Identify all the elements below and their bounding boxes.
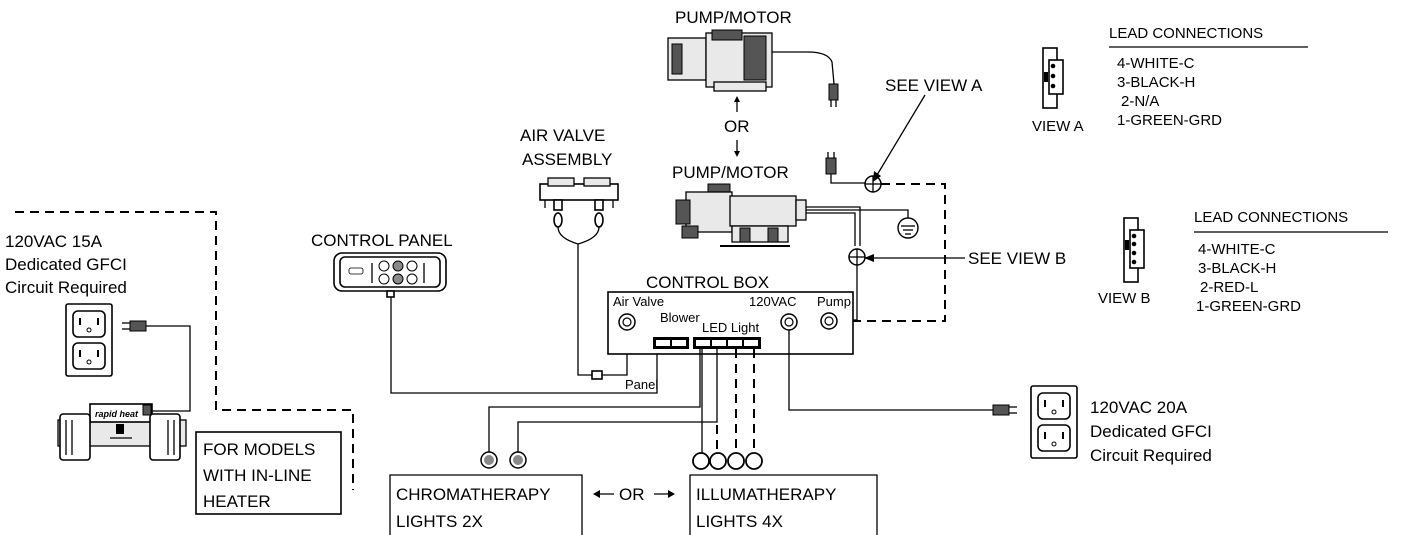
view-a-connector — [864, 175, 882, 193]
led-light-connectors — [693, 337, 761, 349]
lights-or-arrows — [593, 490, 675, 498]
lights-or-label: OR — [619, 485, 645, 504]
left-power-label-1: 120VAC 15A — [5, 232, 103, 251]
view-a-lead-3: 3-BLACK-H — [1117, 74, 1195, 91]
air-valve-port-label: Air Valve — [613, 294, 664, 309]
illumatherapy-light-4 — [745, 452, 763, 470]
view-b-connector — [848, 248, 866, 266]
control-panel-label: CONTROL PANEL — [311, 231, 453, 250]
chromatherapy-light-1 — [480, 451, 498, 469]
view-b-lead-4: 4-WHITE-C — [1198, 241, 1276, 258]
left-outlet-icon — [65, 303, 113, 377]
blower-port-label: Blower — [660, 310, 700, 325]
view-b-lead-1: 1-GREEN-GRD — [1196, 298, 1301, 315]
vac-port-label: 120VAC — [749, 294, 796, 309]
right-power-label-2: Dedicated GFCI — [1090, 422, 1212, 441]
illumatherapy-label-2: LIGHTS 4X — [696, 512, 783, 531]
view-b-diagram — [1123, 217, 1145, 283]
view-a-lead-2: 2-N/A — [1121, 93, 1159, 110]
air-valve-label-1: AIR VALVE — [520, 126, 605, 145]
right-outlet-icon — [1030, 385, 1078, 459]
view-b-lead-2: 2-RED-L — [1200, 279, 1258, 296]
control-panel-illustration — [333, 252, 447, 298]
air-valve-port — [618, 313, 636, 331]
view-b-lead-3: 3-BLACK-H — [1198, 260, 1276, 277]
chromatherapy-label-2: LIGHTS 2X — [396, 512, 483, 531]
view-a-title: LEAD CONNECTIONS — [1109, 25, 1263, 42]
illumatherapy-light-2 — [709, 452, 727, 470]
illumatherapy-light-3 — [727, 452, 745, 470]
air-valve-coupler — [591, 370, 603, 380]
view-a-caption: VIEW A — [1032, 118, 1084, 135]
right-power-label-1: 120VAC 20A — [1090, 398, 1188, 417]
ground-icon — [897, 217, 919, 239]
panel-port-label: Panel — [625, 377, 658, 392]
illumatherapy-label-1: ILLUMATHERAPY — [696, 485, 836, 504]
air-valve-label-2: ASSEMBLY — [522, 150, 612, 169]
heater-note-box — [195, 431, 342, 515]
air-valve-assembly-illustration — [539, 177, 619, 262]
or-arrows — [734, 96, 740, 157]
led-light-port-label: LED Light — [702, 320, 759, 335]
view-b-caption: VIEW B — [1098, 290, 1151, 307]
heater-note-label-1: FOR MODELS — [203, 440, 315, 459]
pump-motor-top-label: PUMP/MOTOR — [675, 8, 792, 27]
pump-port — [820, 312, 838, 330]
pump-motor-top-illustration — [667, 29, 839, 107]
chromatherapy-box — [389, 474, 583, 535]
control-box-label: CONTROL BOX — [646, 273, 769, 292]
left-power-label-3: Circuit Required — [5, 278, 127, 297]
left-power-plug-icon — [122, 320, 147, 332]
illumatherapy-box — [689, 474, 878, 535]
view-a-lead-1: 1-GREEN-GRD — [1117, 112, 1222, 129]
or-label: OR — [724, 117, 750, 136]
illumatherapy-light-1 — [692, 452, 710, 470]
heater-brand-label: rapid heat — [95, 409, 139, 419]
heater-note-label-2: WITH IN-LINE — [203, 466, 312, 485]
right-power-label-3: Circuit Required — [1090, 446, 1212, 465]
blower-panel-connectors — [653, 337, 689, 349]
see-view-a-label: SEE VIEW A — [885, 76, 983, 95]
pump-motor-bottom-label: PUMP/MOTOR — [672, 163, 789, 182]
chromatherapy-light-2 — [509, 451, 527, 469]
pump-plug-icon — [825, 152, 866, 184]
chromatherapy-label-1: CHROMATHERAPY — [396, 485, 551, 504]
see-view-b-label: SEE VIEW B — [968, 249, 1066, 268]
vac-port — [780, 313, 798, 331]
right-power-plug-icon — [992, 404, 1017, 416]
view-a-diagram — [1042, 47, 1064, 109]
heater-note-label-3: HEATER — [203, 492, 271, 511]
inline-heater-illustration — [57, 403, 187, 461]
view-b-title: LEAD CONNECTIONS — [1194, 209, 1348, 226]
left-power-label-2: Dedicated GFCI — [5, 255, 127, 274]
pump-port-label: Pump — [817, 294, 851, 309]
view-a-lead-4: 4-WHITE-C — [1117, 55, 1195, 72]
pump-motor-bottom-illustration — [675, 183, 807, 247]
